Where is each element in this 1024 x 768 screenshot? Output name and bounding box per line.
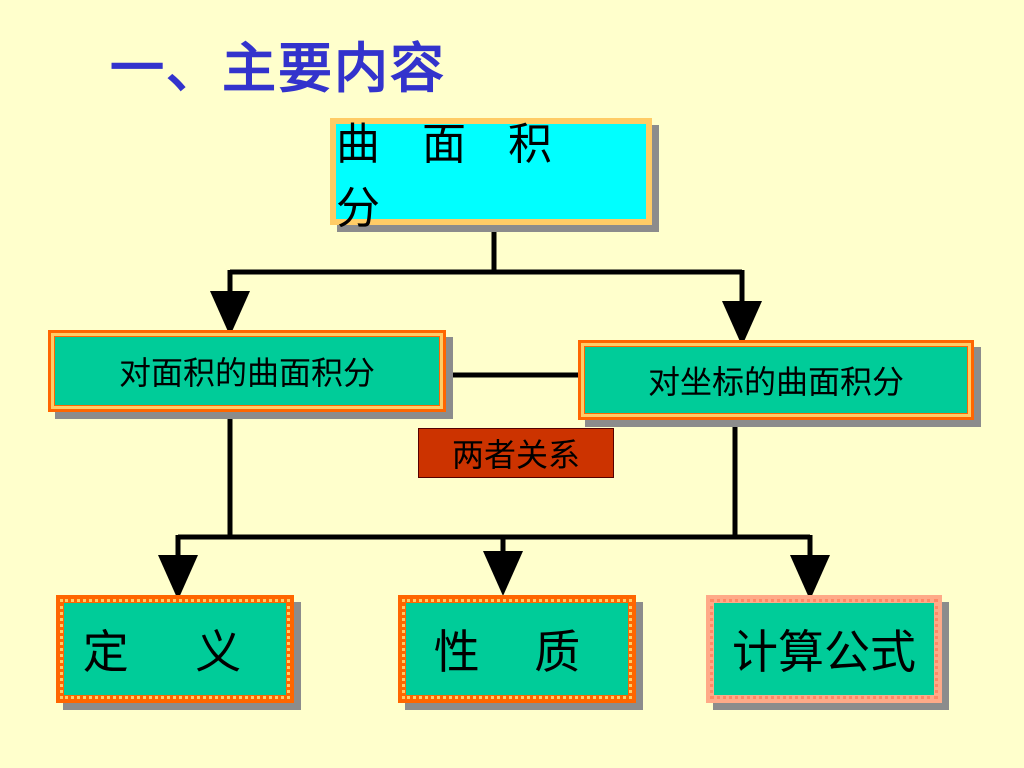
relation-node: 两者关系: [418, 428, 614, 478]
left-node-label: 对面积的曲面积分: [118, 354, 375, 392]
formula-node-label: 计算公式: [732, 625, 916, 679]
root-node-label: 曲 面 积 分: [336, 118, 566, 234]
left-node: 对面积的曲面积分: [48, 330, 446, 412]
property-node-label: 性 质: [433, 625, 601, 679]
root-node: 曲 面 积 分: [330, 118, 652, 234]
definition-node-label: 定 义: [82, 625, 268, 679]
property-node: 性 质: [398, 595, 636, 703]
page-title: 一、主要内容: [110, 37, 446, 100]
right-node-label: 对坐标的曲面积分: [647, 363, 904, 401]
definition-node: 定 义: [56, 595, 294, 703]
right-node: 对坐标的曲面积分: [578, 340, 974, 420]
relation-node-label: 两者关系: [451, 436, 580, 474]
formula-node: 计算公式: [706, 595, 942, 703]
